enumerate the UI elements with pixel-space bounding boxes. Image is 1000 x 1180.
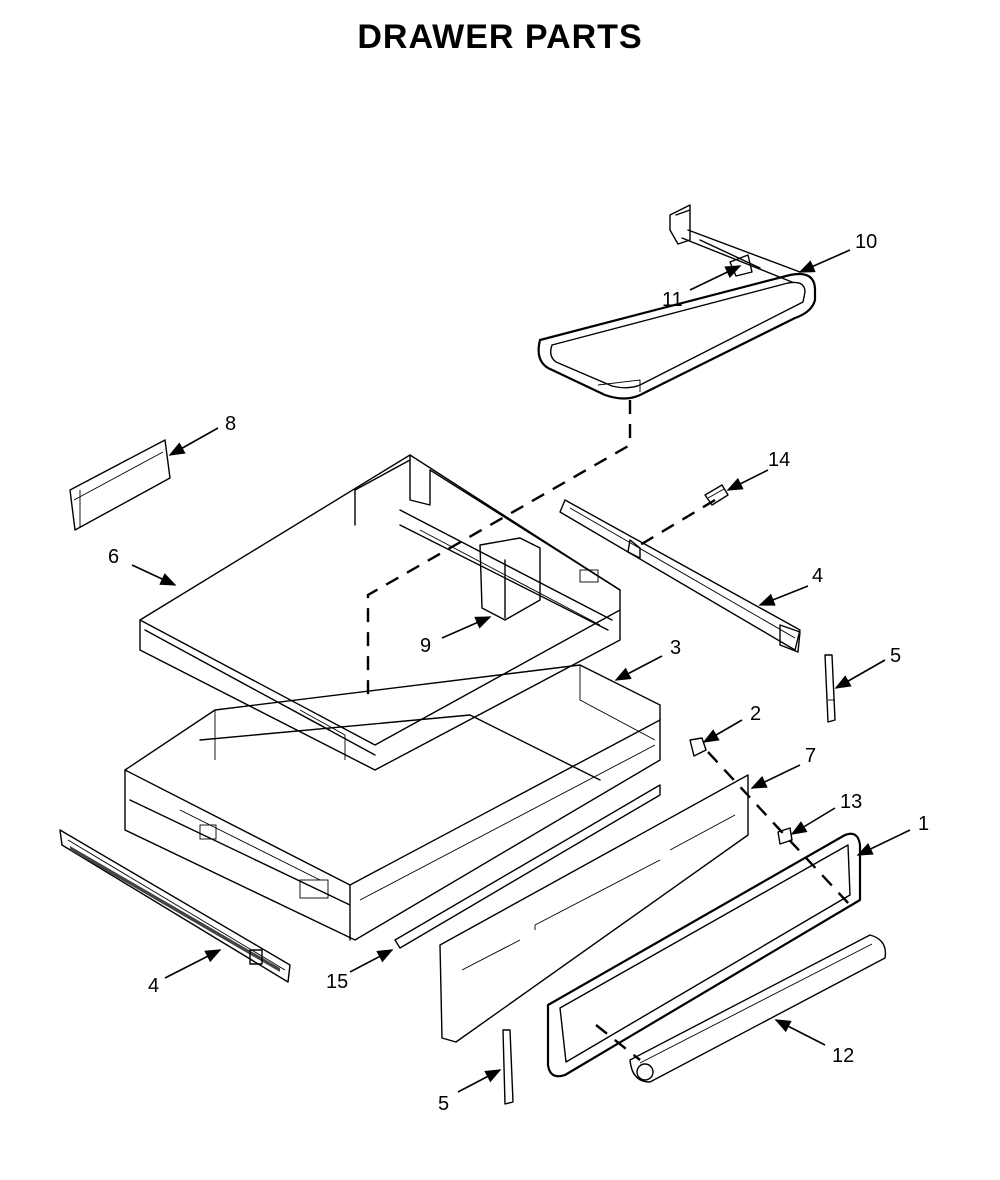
part-7-front-panel xyxy=(439,774,749,1043)
callout-5-lower: 5 xyxy=(438,1093,449,1115)
callout-1: 1 xyxy=(918,813,929,835)
part-4-slide-left xyxy=(59,829,291,983)
callout-15: 15 xyxy=(326,971,348,993)
callout-3: 3 xyxy=(670,637,681,659)
part-6-drawer-tray xyxy=(139,454,621,771)
part-5-bracket-right xyxy=(824,654,836,723)
callout-12: 12 xyxy=(832,1045,854,1067)
part-4-slide-right xyxy=(559,499,801,653)
callout-2: 2 xyxy=(750,703,761,725)
callout-4-left: 4 xyxy=(148,975,159,997)
callout-13: 13 xyxy=(840,791,862,813)
part-5-bracket-lower xyxy=(502,1029,514,1105)
part-10-rack-frame xyxy=(537,204,817,400)
alignment-lines xyxy=(366,400,851,1061)
callout-9: 9 xyxy=(420,635,431,657)
callout-6: 6 xyxy=(108,546,119,568)
part-15-bracket xyxy=(394,784,661,949)
callout-10: 10 xyxy=(855,231,877,253)
callout-leaders xyxy=(131,249,911,1093)
callout-5-right: 5 xyxy=(890,645,901,667)
callout-11: 11 xyxy=(662,289,683,311)
callout-8: 8 xyxy=(225,413,236,435)
part-13-clip xyxy=(777,827,793,845)
part-14-screw xyxy=(704,484,729,506)
part-12-handle xyxy=(629,934,887,1083)
part-2-clip xyxy=(689,737,707,757)
callout-4-right: 4 xyxy=(812,565,823,587)
part-1-drawer-front xyxy=(546,832,862,1078)
callout-14: 14 xyxy=(768,449,790,471)
part-8-panel xyxy=(69,439,171,531)
callout-7: 7 xyxy=(805,745,816,767)
page-title: DRAWER PARTS xyxy=(357,18,643,56)
part-3-drawer-body xyxy=(124,664,661,941)
